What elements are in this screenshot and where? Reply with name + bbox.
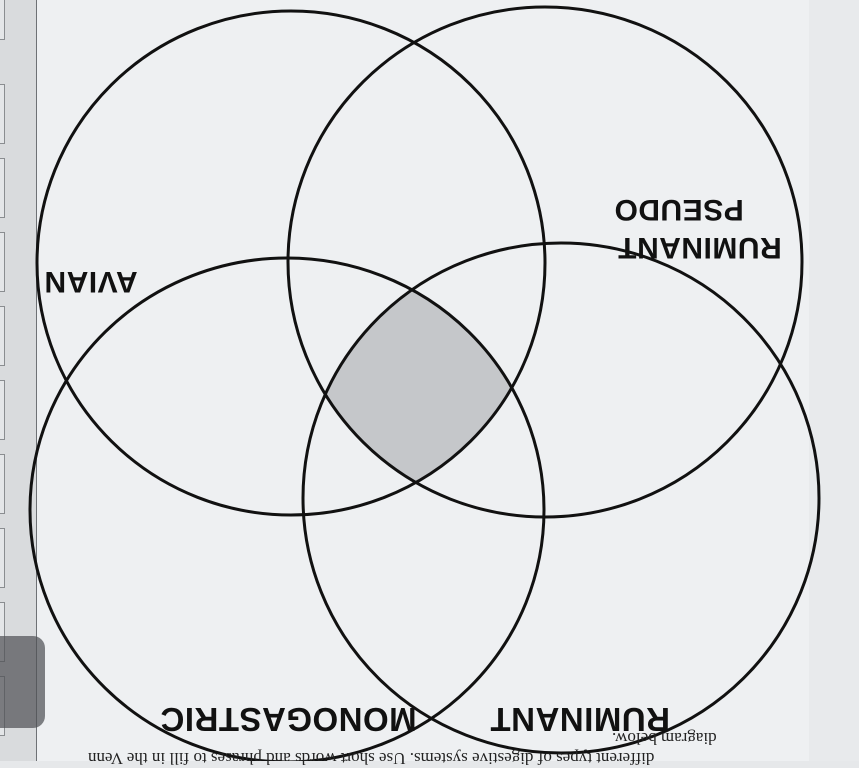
monogastric-label: MONOGASTRIC — [160, 701, 417, 738]
pseudo-ruminant-label-line2: RUMINANT — [617, 231, 782, 264]
floating-toolbar-button[interactable] — [0, 636, 45, 728]
right-margin — [809, 0, 859, 761]
monogastric-circle — [28, 256, 546, 761]
page-thumbnail[interactable] — [0, 528, 5, 588]
page-thumbnail-strip — [0, 0, 36, 761]
pseudo-ruminant-label: RUMINANT PSEUDO — [614, 190, 782, 266]
page-thumbnail[interactable] — [0, 0, 5, 40]
page-thumbnail[interactable] — [0, 84, 5, 144]
avian-circle — [35, 9, 547, 517]
page-thumbnail[interactable] — [0, 306, 5, 366]
instructions-line2: diagram below. — [612, 729, 717, 748]
ruminant-circle — [301, 241, 821, 755]
instructions-line1: different types of digestive systems. Us… — [88, 749, 655, 768]
pseudo-ruminant-label-line1: PSEUDO — [614, 193, 744, 226]
page-thumbnail[interactable] — [0, 158, 5, 218]
page-thumbnail[interactable] — [0, 380, 5, 440]
page-thumbnail[interactable] — [0, 454, 5, 514]
center-shaded-region — [303, 258, 544, 515]
avian-label: AVIAN — [44, 265, 138, 298]
page-thumbnail[interactable] — [0, 232, 5, 292]
